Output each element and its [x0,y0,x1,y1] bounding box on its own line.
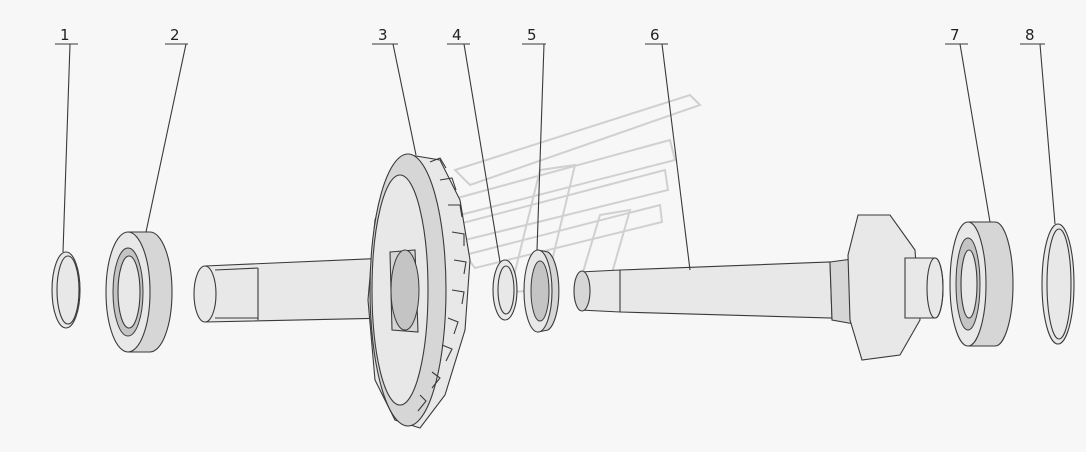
callout-6: 6 [650,26,660,44]
callout-2: 2 [170,26,180,44]
part-7-bearing [949,221,1014,347]
part-3-gear [367,153,471,429]
callout-labels: 1 2 3 4 5 6 7 8 [60,26,1035,44]
part-5-synchro-ring [523,249,560,333]
callout-4: 4 [452,26,462,44]
watermark-logo [448,93,702,294]
part-2-bearing [105,231,173,353]
part-8-snap-ring [1041,223,1075,345]
callout-3: 3 [378,26,388,44]
callout-5: 5 [527,26,537,44]
callout-8: 8 [1025,26,1035,44]
part-6-shaft [573,214,944,361]
callout-1: 1 [60,26,70,44]
leader-lines [55,43,1056,271]
part-1-snap-ring [51,251,81,329]
part-4-ring [492,259,518,321]
callout-7: 7 [950,26,960,44]
part-3-shaft [193,257,393,323]
